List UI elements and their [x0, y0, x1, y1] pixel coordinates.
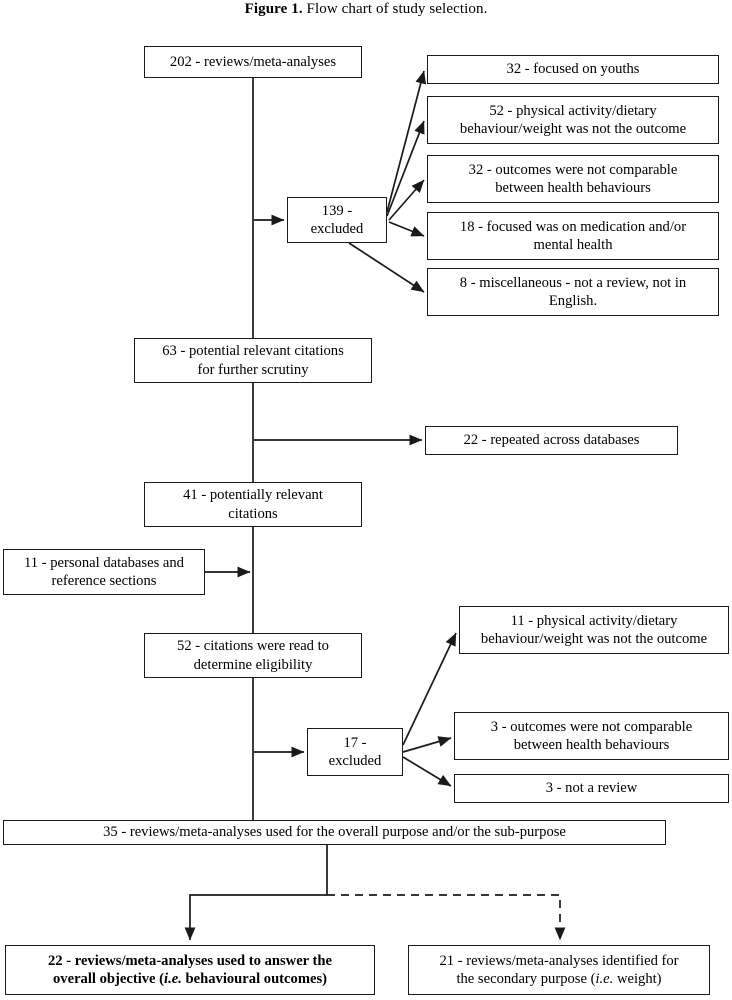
node-22-overall-objective[interactable]: 22 - reviews/meta-analyses used to answe… [5, 945, 375, 995]
node-3r-label: 3 - not a review [545, 780, 638, 797]
node-35-label: 35 - reviews/meta-analyses used for the … [103, 824, 566, 841]
node-11-personal-databases[interactable]: 11 - personal databases and reference sec… [3, 549, 205, 595]
node-11x-line2: behaviour/weight was not the outcome [480, 631, 708, 647]
edge-17-to-11outcome [402, 632, 457, 746]
edge-139-to-52outcome [386, 120, 425, 217]
node-21-secondary-purpose[interactable]: 21 - reviews/meta-analyses identified fo… [408, 945, 710, 995]
node-17-line1: 17 - [343, 734, 367, 751]
node-32youths-label: 32 - focused on youths [506, 61, 640, 78]
node-22f-line1: 22 - reviews/meta-analyses used to answe… [47, 952, 332, 969]
node-63-line2: for further scrutiny [197, 361, 309, 378]
node-32o-line2: between health behaviours [495, 180, 651, 196]
edge-35-to-22-branch [184, 894, 327, 941]
node-202-reviews[interactable]: 202 - reviews/meta-analyses [144, 46, 362, 78]
node-18-line1: 18 - focused was on medication and/or [459, 218, 687, 235]
node-21-line2-suffix: weight) [613, 971, 662, 987]
node-8-miscellaneous[interactable]: 8 - miscellaneous - not a review, not in… [427, 268, 719, 316]
node-41-line1: 41 - potentially relevant [183, 487, 323, 503]
node-32o-line1: 32 - outcomes were not comparable [468, 161, 678, 178]
node-22f-line2-prefix: overall objective ( [53, 971, 165, 987]
node-22-repeated-databases[interactable]: 22 - repeated across databases [425, 426, 678, 455]
node-8-line1: 8 - miscellaneous - not a review, not in [459, 274, 687, 291]
edge-139-to-18medication [388, 221, 425, 237]
node-139-line1: 139 - [321, 202, 353, 219]
node-17-excluded[interactable]: 17 - excluded [307, 728, 403, 776]
node-21-line2-prefix: the secondary purpose ( [456, 971, 596, 987]
node-63-line1: 63 - potential relevant citations [162, 343, 344, 359]
node-41-line2: citations [228, 505, 278, 522]
node-52-citations-read[interactable]: 52 - citations were read to determine eli… [144, 633, 362, 678]
edge-35-to-21-branch-dashed [327, 894, 566, 941]
node-21-line1: 21 - reviews/meta-analyses identified fo… [439, 952, 679, 969]
node-11x-line1: 11 - physical activity/dietary [510, 612, 678, 629]
node-202-label: 202 - reviews/meta-analyses [169, 53, 337, 70]
edge-17-to-3comparable [402, 736, 452, 753]
edge-139-to-8misc [348, 242, 425, 293]
node-3-not-a-review[interactable]: 3 - not a review [454, 774, 729, 803]
node-18-line2: mental health [533, 237, 613, 253]
node-11p-line1: 11 - personal databases and [24, 554, 184, 571]
edge-139-to-32youths [386, 70, 427, 213]
node-18-medication-mental-health[interactable]: 18 - focused was on medication and/or men… [427, 212, 719, 260]
figure-title: Figure 1. Flow chart of study selection. [0, 0, 732, 18]
node-22f-ie: i.e. [164, 971, 182, 987]
edge-139-to-32comparable [388, 179, 425, 221]
node-11-not-outcome[interactable]: 11 - physical activity/dietary behaviour/… [459, 606, 729, 654]
node-22repeated-label: 22 - repeated across databases [463, 432, 640, 449]
node-52x-line2: behaviour/weight was not the outcome [459, 121, 687, 137]
figure-label: Figure 1. [244, 1, 303, 17]
node-35-used-overall-purpose[interactable]: 35 - reviews/meta-analyses used for the … [3, 820, 666, 845]
node-17-line2: excluded [328, 753, 382, 769]
node-8-line2: English. [548, 293, 598, 309]
node-139-excluded[interactable]: 139 - excluded [287, 197, 387, 243]
node-52x-line1: 52 - physical activity/dietary [489, 102, 657, 119]
node-11p-line2: reference sections [51, 573, 157, 589]
figure-caption: Flow chart of study selection. [306, 1, 488, 17]
node-32-not-comparable[interactable]: 32 - outcomes were not comparable between… [427, 155, 719, 203]
node-63-potential-relevant[interactable]: 63 - potential relevant citations for fur… [134, 338, 372, 383]
node-52c-line2: determine eligibility [193, 656, 313, 673]
edge-17-to-3notreview [402, 756, 452, 787]
node-52c-line1: 52 - citations were read to [177, 638, 329, 654]
node-22f-line2-suffix: behavioural outcomes) [181, 971, 327, 987]
node-139-line2: excluded [310, 221, 364, 237]
node-3-not-comparable[interactable]: 3 - outcomes were not comparable between … [454, 712, 729, 760]
node-3o-line1: 3 - outcomes were not comparable [490, 718, 693, 735]
node-52-not-outcome[interactable]: 52 - physical activity/dietary behaviour/… [427, 96, 719, 144]
node-21-ie: i.e. [595, 971, 614, 987]
node-32-focused-youths[interactable]: 32 - focused on youths [427, 55, 719, 84]
node-3o-line2: between health behaviours [513, 737, 670, 753]
node-41-potentially-relevant[interactable]: 41 - potentially relevant citations [144, 482, 362, 527]
